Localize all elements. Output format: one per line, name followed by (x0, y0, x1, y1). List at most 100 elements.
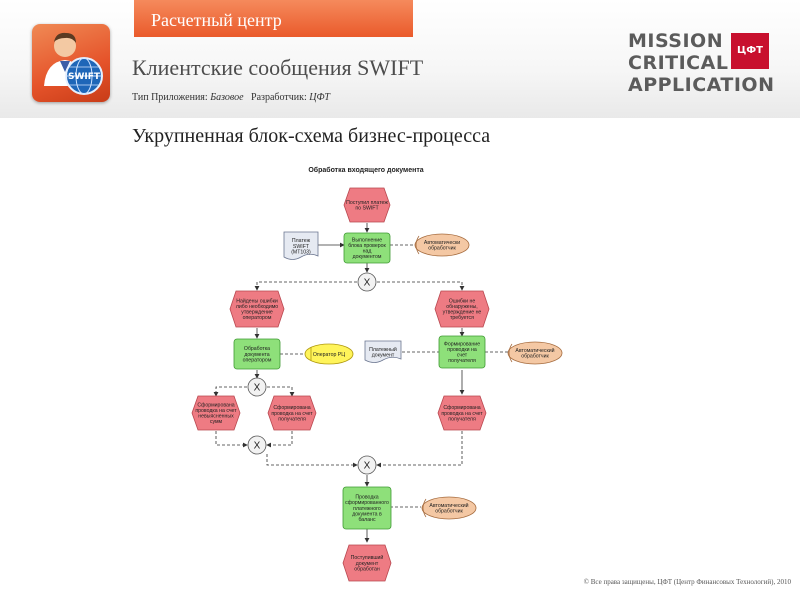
node-label: сумм (210, 419, 223, 425)
node-label: Найдены ошибки (236, 297, 278, 304)
node-label: SWIFT (293, 244, 310, 250)
type-label: Тип Приложения: (132, 92, 208, 103)
brand-line: MISSION (628, 30, 724, 52)
app-meta: Тип Приложения: Базовое Разработчик: ЦФТ (132, 92, 330, 103)
dev-label: Разработчик: (251, 92, 307, 103)
brand-line: CRITICAL (628, 52, 729, 74)
node-label: Проводка (355, 495, 378, 501)
node-label: обработчик (521, 354, 549, 360)
node-label: Платежный (369, 346, 397, 353)
app-title: Клиентские сообщения SWIFT (132, 55, 424, 80)
dev-value: ЦФТ (309, 92, 330, 103)
node-operator: Оператор РЦ (304, 343, 354, 365)
node-label: получателя (448, 358, 476, 364)
node-label: Ошибки не (449, 298, 476, 304)
node-shape (414, 233, 470, 257)
node-label: требуется (450, 315, 474, 321)
node-label: документа (244, 352, 269, 358)
node-label: обработчик (435, 509, 463, 515)
node-label: невыясненных (198, 414, 234, 420)
brand-logo: MISSION CRITICAL APPLICATION (628, 30, 775, 96)
node-label: проводки на (447, 347, 477, 353)
diagram-title: Обработка входящего документа (308, 166, 423, 174)
person-globe-icon: SWIFT (44, 32, 103, 95)
node-shape (191, 395, 241, 431)
type-value: Базовое (210, 92, 244, 103)
xor-circle (357, 272, 377, 292)
node-label: проводка на счет (441, 411, 483, 417)
node-shape (283, 231, 319, 260)
node-label: (MT103) (291, 249, 311, 255)
app-tab[interactable]: Расчетный центр (134, 0, 413, 37)
xor-label: X (254, 441, 261, 452)
node-shape (342, 544, 392, 582)
node-label: Платеж (292, 238, 311, 244)
node-label: Автоматический (515, 347, 554, 354)
node-label: обнаружены, (446, 304, 477, 310)
connector-xor-1: X (357, 272, 377, 292)
connector-xor-2: X (247, 377, 267, 397)
node-label: документ (356, 561, 379, 567)
node-label: Автоматически (424, 240, 460, 246)
app-logo: SWIFT (32, 24, 110, 102)
node-label: Поступил платеж (346, 200, 388, 206)
xor-circle (247, 377, 267, 397)
node-label: документ (372, 353, 395, 359)
node-label: получателя (278, 416, 306, 422)
section-title: Укрупненная блок-схема бизнес-процесса (132, 125, 491, 147)
connector-xor-4: X (357, 455, 377, 475)
node-shape (507, 341, 563, 365)
node-label: Оператор РЦ (313, 352, 345, 358)
flowchart: Обработка входящего документа Поступил п… (191, 166, 563, 582)
node-label: проводка на счет (271, 411, 313, 417)
node-shape (233, 338, 281, 370)
node-label: обработчик (428, 246, 456, 252)
node-label: Поступивший (351, 554, 384, 561)
flow-connectors (213, 223, 508, 543)
node-shape (438, 335, 486, 369)
node-label: утверждение не (443, 310, 482, 316)
node-shape (267, 395, 317, 431)
connector-xor-3: X (247, 435, 267, 455)
node-shape (343, 232, 391, 264)
brand-badge: ЦФТ (731, 33, 769, 69)
xor-label: X (364, 278, 371, 289)
node-shape (364, 340, 402, 363)
node-label: документом (353, 254, 382, 260)
node-shape (304, 343, 354, 365)
node-label: утверждение (241, 310, 273, 316)
node-label: получателя (448, 416, 476, 422)
node-label: обработан (354, 566, 380, 572)
brand-line: APPLICATION (628, 74, 775, 96)
node-label: Сформирована (273, 405, 310, 411)
node-label: сформированного (345, 500, 389, 506)
node-label: оператором (243, 315, 272, 321)
node-label: блока проверок (348, 243, 386, 249)
node-label: над (363, 249, 372, 255)
node-label: Сформирована (443, 405, 480, 411)
node-shape (437, 395, 487, 431)
node-shape (434, 290, 490, 328)
node-label: проводка на счет (195, 408, 237, 414)
node-label: либо необходимо (236, 304, 278, 310)
node-label: Обработка (244, 346, 270, 352)
node-shape (229, 290, 285, 328)
node-label: оператором (243, 357, 272, 363)
node-label: счет (457, 353, 468, 359)
node-label: документа в (352, 511, 382, 517)
xor-label: X (254, 383, 261, 394)
